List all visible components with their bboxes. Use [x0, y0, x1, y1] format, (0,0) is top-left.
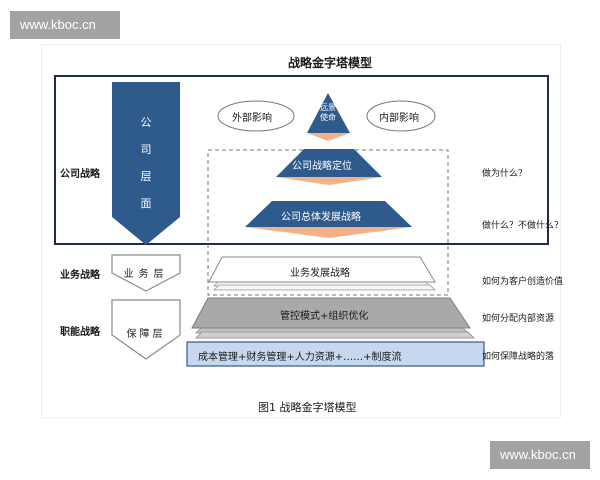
- corporate-level-label: 公司层面: [140, 116, 152, 210]
- functional-level-arrow: [111, 299, 181, 360]
- pyramid-bottom-label: 公司总体发展战略: [281, 212, 361, 223]
- watermark-bottom-right: www.kboc.cn: [490, 441, 590, 469]
- watermark-top-left: www.kboc.cn: [10, 11, 120, 39]
- corporate-level-arrow: [112, 82, 180, 245]
- pyramid-bottom: [245, 201, 412, 227]
- external-influence-oval: [217, 100, 295, 132]
- external-influence-label: 外部影响: [232, 113, 272, 124]
- control-mode-label: 管控模式+组织优化: [280, 311, 369, 322]
- control-mode-bar: [191, 297, 471, 329]
- diagram-graphics: [54, 75, 549, 367]
- pyramid-apex: [307, 93, 350, 133]
- diagram-title: 战略金字塔模型: [288, 56, 373, 70]
- apex-shadow: [307, 133, 350, 141]
- question-allocate: 如何分配内部资源: [482, 314, 555, 324]
- functional-level-label: 保障层: [126, 329, 166, 340]
- business-dev-label: 业务发展战略: [290, 268, 350, 279]
- business-level-arrow: [111, 254, 181, 292]
- figure-caption: 图1 战略金字塔模型: [258, 401, 357, 414]
- corporate-frame: [54, 75, 549, 245]
- question-what: 做什么？不做什么？: [482, 221, 564, 231]
- middle-shadow: [276, 177, 382, 185]
- question-value: 如何为客户创造价值: [482, 277, 564, 287]
- strategy-pyramid-figure: 战略金字塔模型 公司战略 业务战略 职能战略 公司层面 业务层 保障层 外部影响…: [42, 45, 564, 417]
- support-bar-label: 成本管理+财务管理+人力资源+……+制度流: [198, 352, 402, 363]
- internal-influence-oval: [366, 100, 436, 132]
- business-dev-bar: [208, 256, 436, 283]
- question-why: 做为什么？: [482, 169, 528, 179]
- question-ensure: 如何保障战略的落: [482, 352, 555, 362]
- business-level-label: 业务层: [123, 269, 169, 280]
- row-label-functional: 职能战略: [60, 327, 100, 338]
- row-label-business: 业务战略: [60, 270, 100, 281]
- support-bar: [186, 341, 485, 367]
- bottom-shadow: [245, 227, 412, 238]
- pyramid-apex-label: 远景使命: [320, 103, 336, 122]
- internal-influence-label: 内部影响: [379, 113, 419, 124]
- pyramid-middle: [276, 149, 382, 177]
- pyramid-middle-label: 公司战略定位: [292, 161, 352, 172]
- row-label-corporate: 公司战略: [60, 169, 100, 180]
